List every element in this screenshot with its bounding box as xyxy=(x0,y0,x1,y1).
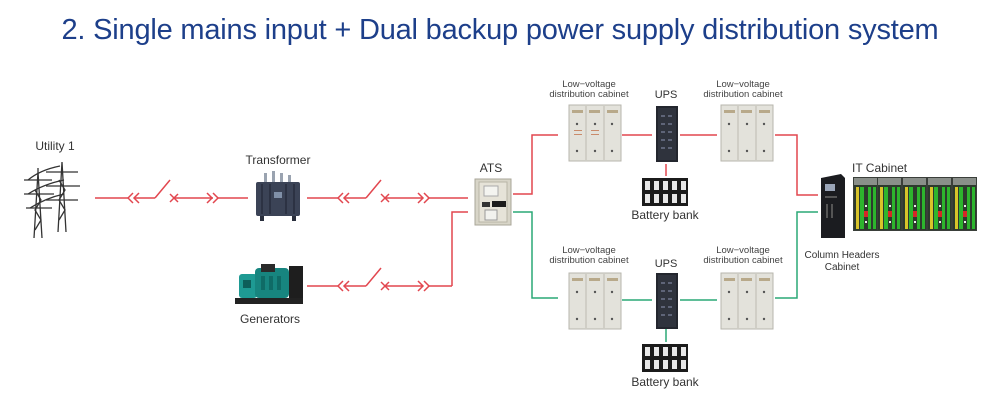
transformer-icon xyxy=(256,171,300,221)
transformer-label: Transformer xyxy=(245,153,311,167)
breaker-transformer-ats xyxy=(307,179,468,204)
battery-bank-icon xyxy=(642,344,688,372)
path-a-wiring xyxy=(513,134,818,196)
label-line: Low−voltage xyxy=(716,245,770,256)
ats-icon xyxy=(474,178,512,226)
it-cabinet-label: IT Cabinet xyxy=(852,161,908,175)
label-line: distribution cabinet xyxy=(549,89,629,100)
breaker-generator-ats xyxy=(307,211,468,292)
ups-icon xyxy=(656,106,678,162)
lv-cabinet-top-right-label: Low−voltage distribution cabinet xyxy=(700,80,786,100)
utility-label: Utility 1 xyxy=(35,139,75,153)
battery-bottom-label: Battery bank xyxy=(631,375,699,389)
lv-distribution-cabinet-icon xyxy=(568,104,622,162)
lv-cabinet-bottom-right-label: Low−voltage distribution cabinet xyxy=(700,246,786,266)
generators-label: Generators xyxy=(239,312,301,326)
lv-distribution-cabinet-icon xyxy=(720,104,774,162)
lv-distribution-cabinet-icon xyxy=(720,272,774,330)
column-headers-label: Column Headers Cabinet xyxy=(798,250,886,274)
label-line: distribution cabinet xyxy=(703,89,783,100)
label-line: distribution cabinet xyxy=(549,255,629,266)
path-b-wiring xyxy=(513,211,818,342)
ats-label: ATS xyxy=(479,161,503,175)
ups-top-label: UPS xyxy=(654,89,678,101)
column-headers-cabinet-icon xyxy=(821,174,845,238)
label-line: Low−voltage xyxy=(562,79,616,90)
battery-top-label: Battery bank xyxy=(631,208,699,222)
breaker-utility-transformer xyxy=(95,179,248,204)
lv-cabinet-bottom-left-label: Low−voltage distribution cabinet xyxy=(546,246,632,266)
generator-icon xyxy=(235,264,303,304)
lv-cabinet-top-left-label: Low−voltage distribution cabinet xyxy=(546,80,632,100)
power-tower-icon xyxy=(24,161,80,238)
ups-bottom-label: UPS xyxy=(654,258,678,270)
diagram-title: 2. Single mains input + Dual backup powe… xyxy=(61,14,939,46)
label-line: distribution cabinet xyxy=(703,255,783,266)
lv-distribution-cabinet-icon xyxy=(568,272,622,330)
it-cabinet-rack-icon xyxy=(853,177,977,231)
battery-bank-icon xyxy=(642,178,688,206)
label-line: Column Headers xyxy=(804,250,880,261)
label-line: Low−voltage xyxy=(716,79,770,90)
ups-icon xyxy=(656,273,678,329)
label-line: Cabinet xyxy=(824,262,860,273)
label-line: Low−voltage xyxy=(562,245,616,256)
